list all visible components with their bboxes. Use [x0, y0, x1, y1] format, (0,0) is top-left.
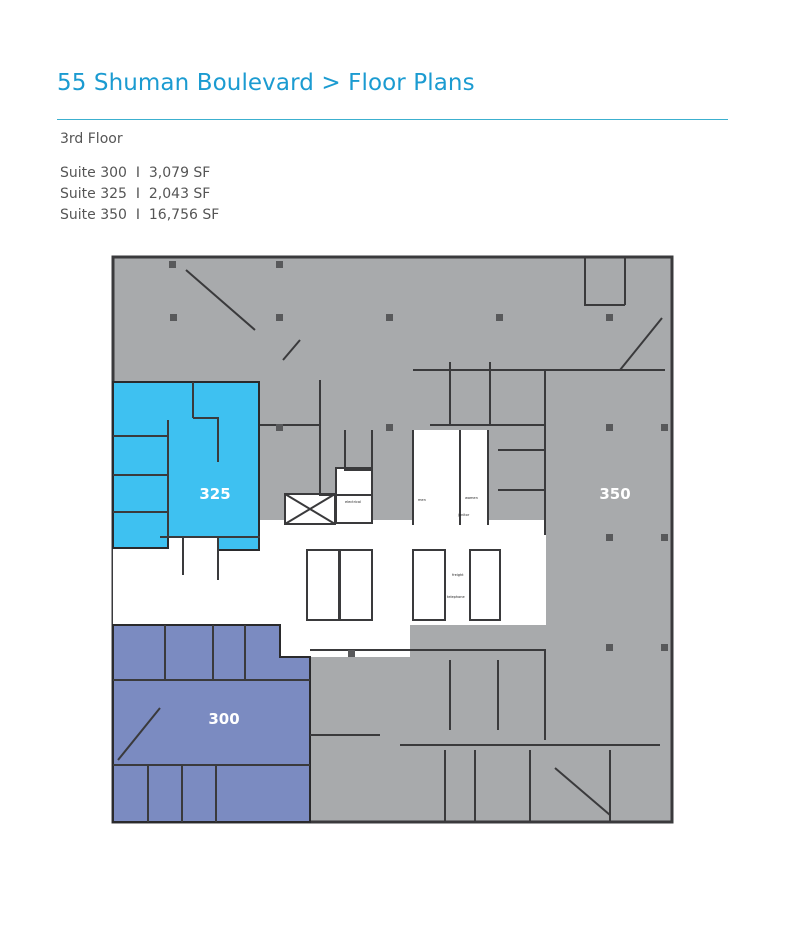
room-label-telephone: telephone — [447, 595, 465, 599]
structural-columns — [169, 261, 668, 657]
suite-325-info: Suite 325 I 2,043 SF — [60, 186, 211, 202]
suite-325-label: 325 — [199, 485, 230, 503]
title-divider — [57, 119, 728, 120]
suite-list: Suite 300 I 3,079 SF Suite 325 I 2,043 S… — [60, 163, 219, 226]
page-title: 55 Shuman Boulevard > Floor Plans — [57, 70, 475, 96]
room-label-freight: freight — [452, 573, 464, 577]
floor-name: 3rd Floor — [60, 131, 123, 147]
suite-300-info: Suite 300 I 3,079 SF — [60, 165, 211, 181]
room-label-women: women — [465, 496, 478, 500]
room-label-men: men — [418, 498, 426, 502]
suite-300-area[interactable] — [112, 624, 311, 823]
room-label-janitor: janitor — [457, 513, 470, 517]
room-label-electrical: electrical — [345, 500, 361, 504]
core-walls — [160, 430, 501, 621]
suite-325-area[interactable] — [112, 381, 260, 551]
suite-350-info: Suite 350 I 16,756 SF — [60, 207, 220, 223]
suite-300-label: 300 — [208, 710, 239, 728]
suite-350-label: 350 — [599, 485, 630, 503]
interior-walls — [113, 258, 665, 822]
